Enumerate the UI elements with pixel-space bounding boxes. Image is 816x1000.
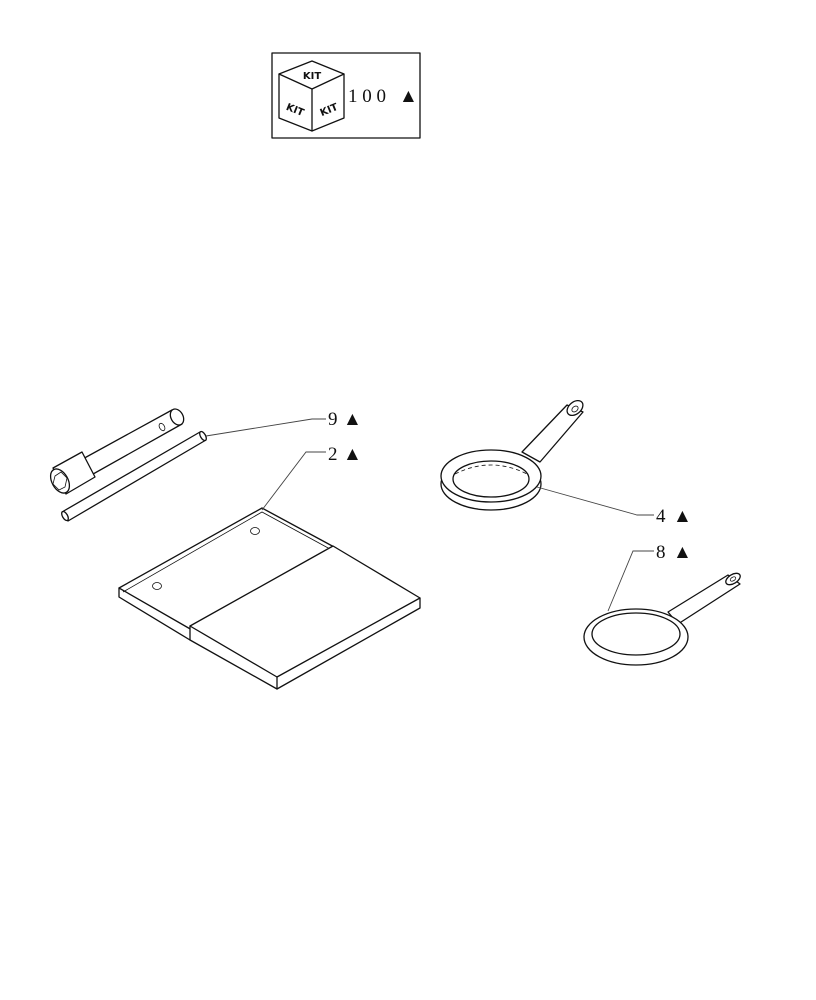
callout-marker: ▲ — [673, 542, 692, 563]
kit-reference-box: KIT KIT KIT 1 0 0 ▲ — [271, 52, 421, 139]
part-2-document-holder — [118, 507, 421, 690]
leader-line-2 — [261, 451, 326, 511]
leader-lines — [205, 418, 654, 612]
leader-line-8 — [607, 550, 654, 612]
leader-line-9 — [205, 418, 326, 437]
callout-9: 9 ▲ — [328, 409, 362, 430]
part-9-socket-wrench — [49, 408, 207, 522]
callout-number: 2 — [328, 444, 338, 465]
callout-4: 4 ▲ — [656, 506, 692, 527]
kit-cube-label-top: KIT — [303, 71, 321, 82]
callout-marker: ▲ — [343, 409, 362, 430]
kit-code: 1 0 0 — [348, 86, 386, 107]
kit-cube-icon: KIT KIT KIT — [278, 60, 345, 132]
callout-number: 4 — [656, 506, 666, 527]
kit-marker: ▲ — [399, 86, 418, 107]
callout-number: 8 — [656, 542, 666, 563]
callout-marker: ▲ — [343, 444, 362, 465]
callout-8: 8 ▲ — [656, 542, 692, 563]
leader-line-4 — [536, 486, 654, 516]
kit-box-frame — [271, 52, 421, 139]
callout-2: 2 ▲ — [328, 444, 362, 465]
callout-marker: ▲ — [673, 506, 692, 527]
part-8-ring-spanner — [583, 572, 741, 666]
part-4-ring-spanner — [440, 399, 584, 511]
callout-number: 9 — [328, 409, 338, 430]
